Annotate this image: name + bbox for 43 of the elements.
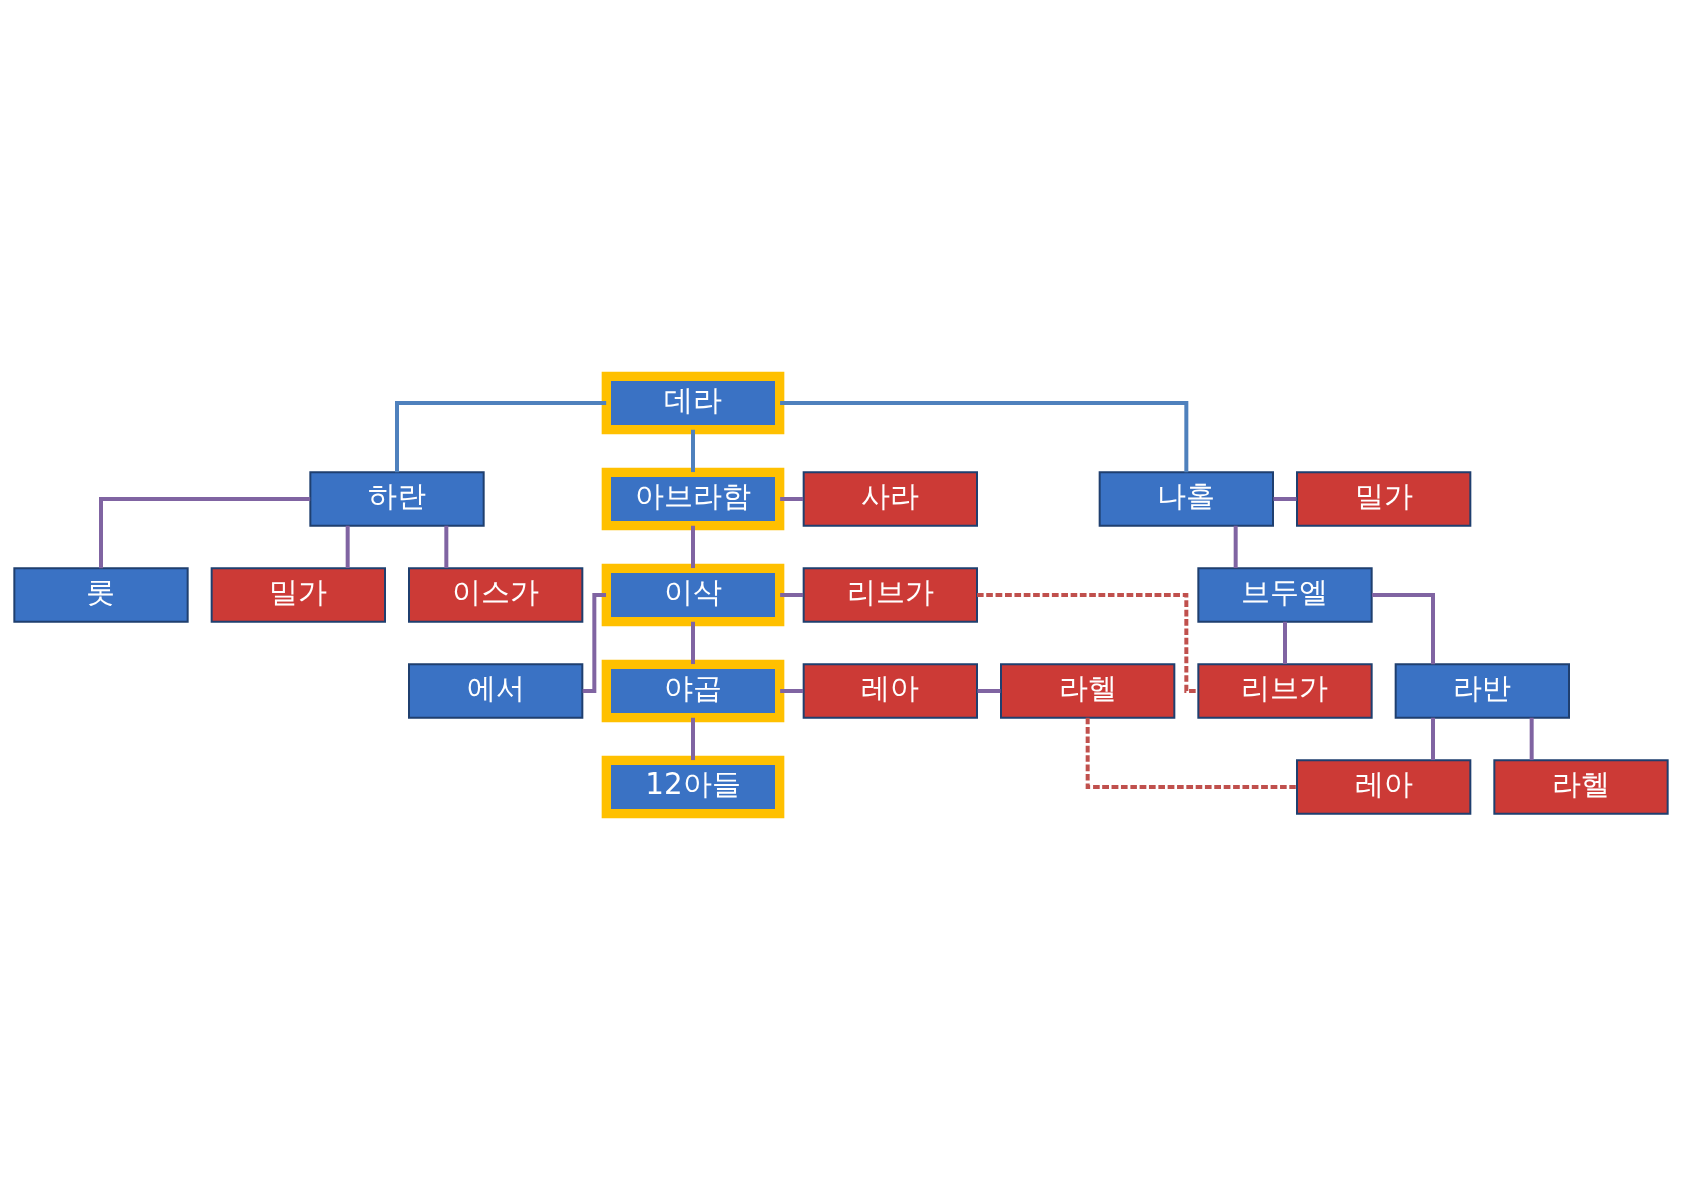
node-box: 이삭 [601,563,785,627]
node-box: 라헬 [1493,759,1669,815]
connector [691,525,695,569]
node-box: 레아 [802,663,978,719]
connector [395,401,607,473]
connector [1085,717,1297,789]
connector [1371,593,1435,665]
node-box: 밀가 [1296,471,1472,527]
node-box: 나홀 [1098,471,1274,527]
node-box: 리브가 [802,567,978,623]
connector [345,525,350,569]
node-box: 롯 [13,567,189,623]
node-box: 브두엘 [1197,567,1373,623]
connector [691,717,695,761]
connector [1529,717,1534,761]
connector [1233,525,1238,569]
connector [582,593,607,693]
connector [1283,621,1287,665]
node-box: 리브가 [1197,663,1373,719]
node-box: 밀가 [210,567,386,623]
connector [691,621,695,665]
node-box: 하란 [309,471,485,527]
connector [780,593,804,597]
node-box: 라반 [1394,663,1570,719]
node-box: 사라 [802,471,978,527]
node-box: 야곱 [601,659,785,723]
connector [1431,717,1435,761]
connector [780,497,804,501]
node-box: 12아들 [601,755,785,819]
node-box: 데라 [601,371,785,435]
node-box: 에서 [408,663,584,719]
connector [444,525,449,569]
node-box: 아브라함 [601,467,785,531]
connector [977,593,1199,693]
connector [691,429,695,473]
connector [780,689,804,693]
node-box: 라헬 [1000,663,1176,719]
connector [780,401,1189,473]
connector [977,689,1001,693]
connector [1273,497,1297,501]
node-box: 레아 [1296,759,1472,815]
connector [99,497,311,569]
node-box: 이스가 [408,567,584,623]
